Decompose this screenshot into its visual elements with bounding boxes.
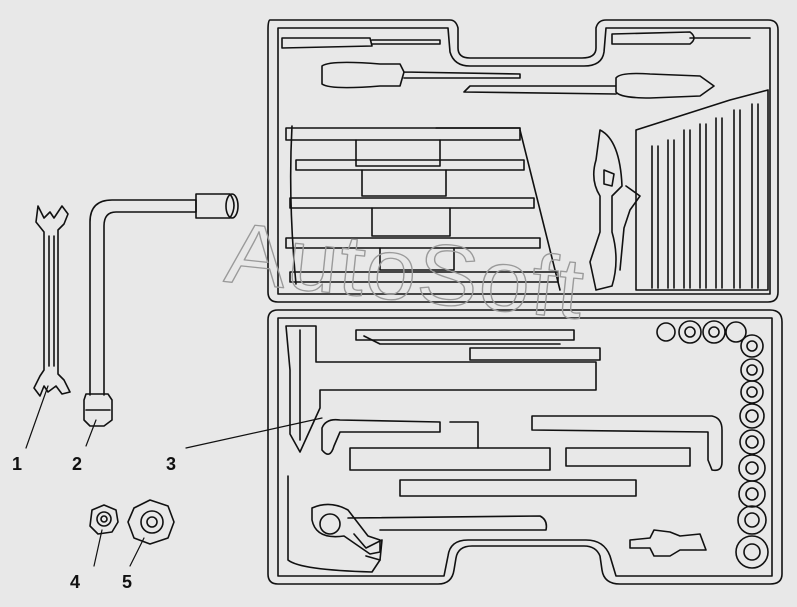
- tool-case: [267, 19, 783, 585]
- small-nut: [89, 504, 119, 535]
- callout-2: 2: [72, 454, 82, 474]
- callout-5: 5: [122, 572, 132, 592]
- callout-4: 4: [70, 572, 80, 592]
- large-nut: [127, 499, 175, 545]
- leader-line-4: [93, 529, 103, 567]
- leader-line-2: [85, 419, 97, 447]
- open-end-wrench: [33, 205, 71, 397]
- socket-row: [656, 320, 769, 569]
- callout-3: 3: [166, 454, 176, 474]
- leader-line-3: [185, 417, 323, 449]
- wheel-nut-wrench: [83, 193, 239, 427]
- leader-line-1: [25, 385, 49, 449]
- case-lower-half: [267, 309, 783, 585]
- case-upper-half: [267, 19, 779, 303]
- leader-line-5: [129, 537, 145, 567]
- callout-1: 1: [12, 454, 22, 474]
- watermark-text: AutoSoft: [221, 205, 589, 338]
- leader-lines: [25, 385, 323, 567]
